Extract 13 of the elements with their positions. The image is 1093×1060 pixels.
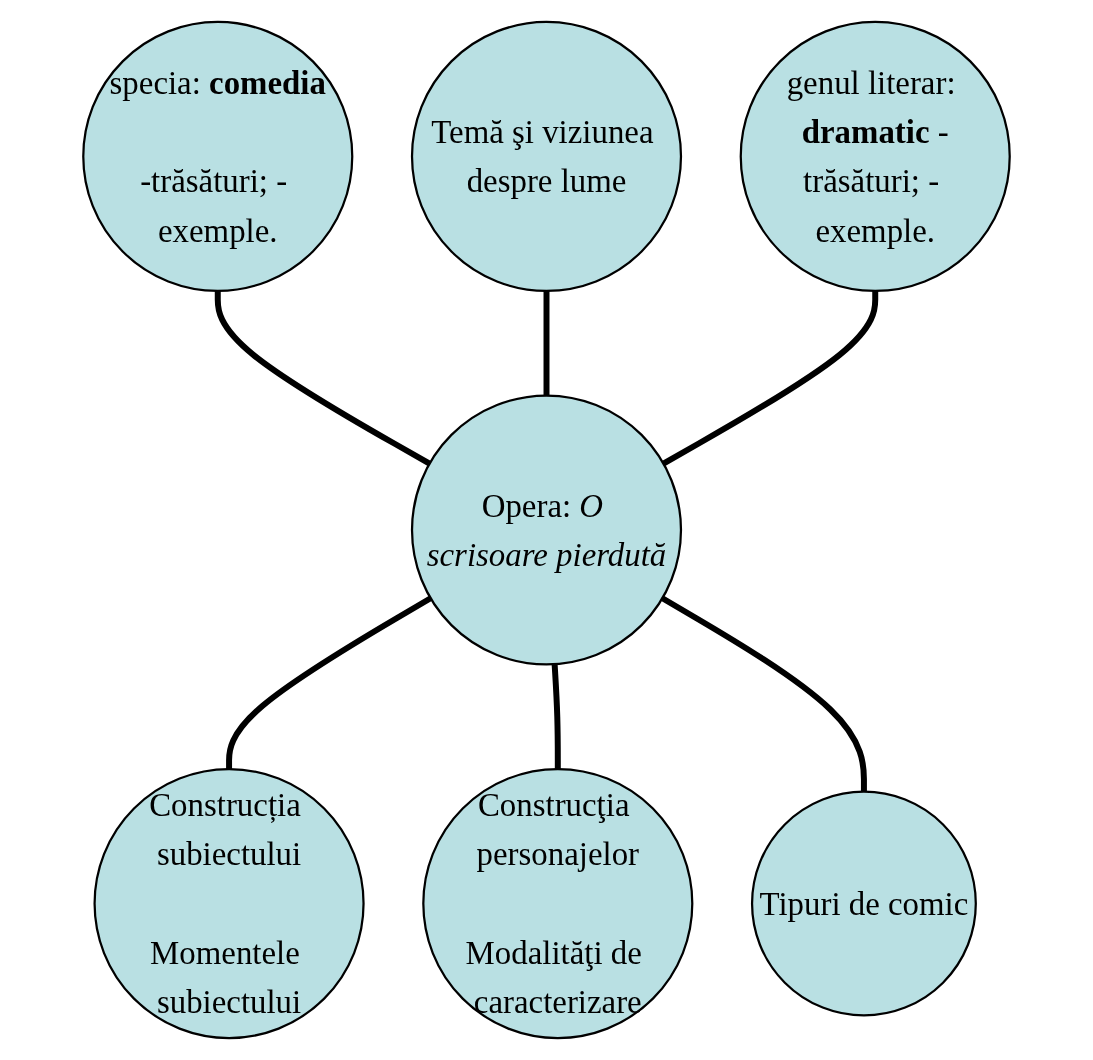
node-circle: specia: comedia -trăsături; - exemple. xyxy=(82,20,354,293)
connector xyxy=(551,664,561,770)
node-circle: Opera: O scrisoare pierdută xyxy=(410,394,683,666)
connector xyxy=(226,595,433,770)
connector xyxy=(660,595,867,792)
connector xyxy=(543,290,550,396)
node-circle: Temă şi viziunea despre lume xyxy=(410,20,683,293)
connector xyxy=(661,290,879,467)
node-circle: Construcția subiectului Momentele subiectului xyxy=(93,767,365,1040)
connector xyxy=(214,290,432,467)
node-circle: genul literar: dramatic -trăsături; - exemple. xyxy=(739,20,1011,293)
node-circle: Tipuri de comic xyxy=(750,790,977,1017)
node-circle: Construcţia personajelor Modalităţi de caracterizare xyxy=(422,767,694,1040)
